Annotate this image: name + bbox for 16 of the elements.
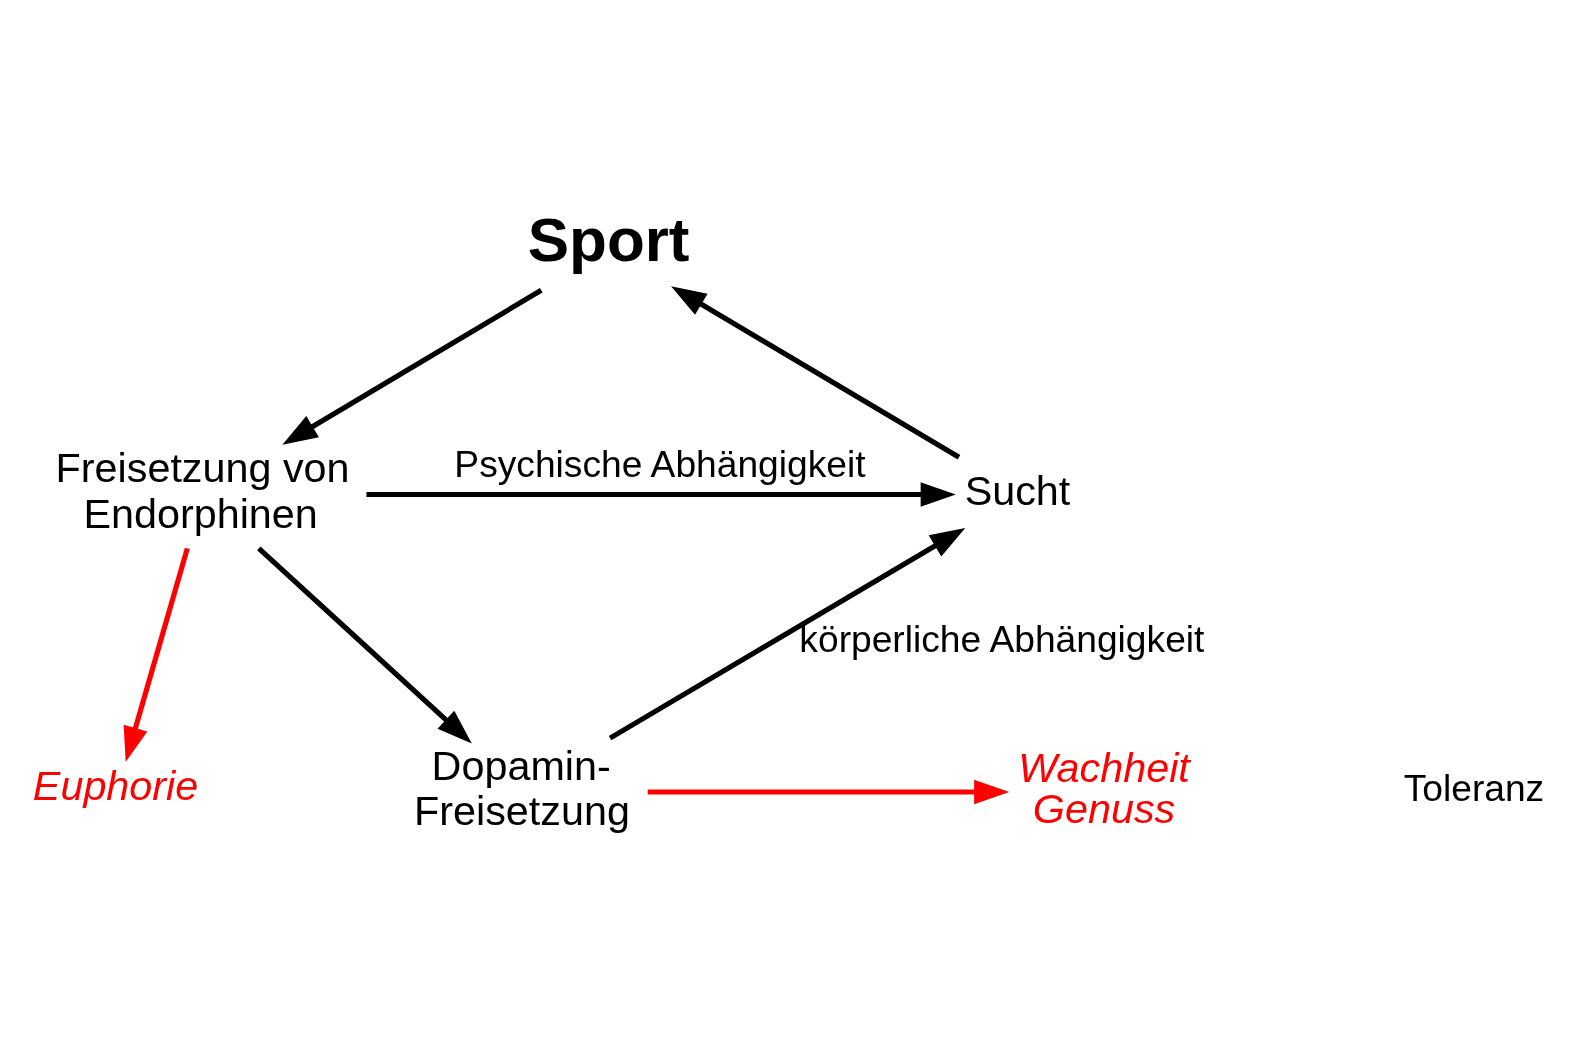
arrow bbox=[608, 528, 966, 741]
arrow bbox=[282, 288, 543, 445]
arrow bbox=[366, 482, 956, 507]
node-text: Dopamin- Freisetzung bbox=[414, 742, 630, 835]
node-text: Sport bbox=[527, 205, 690, 275]
node-text: Euphorie bbox=[32, 763, 199, 810]
node-text: Wachheit Genuss bbox=[1018, 744, 1190, 833]
edge-label: körperliche Abhängigkeit bbox=[799, 618, 1205, 661]
node-text: Freisetzung von Endorphinen bbox=[55, 445, 350, 537]
arrow bbox=[123, 547, 190, 762]
arrow bbox=[257, 546, 472, 744]
arrow bbox=[647, 779, 1010, 805]
label: Toleranz bbox=[1403, 767, 1545, 810]
edge-label: Psychische Abhängigkeit bbox=[454, 442, 866, 485]
node-text: Sucht bbox=[964, 467, 1071, 514]
arrow bbox=[671, 286, 961, 460]
